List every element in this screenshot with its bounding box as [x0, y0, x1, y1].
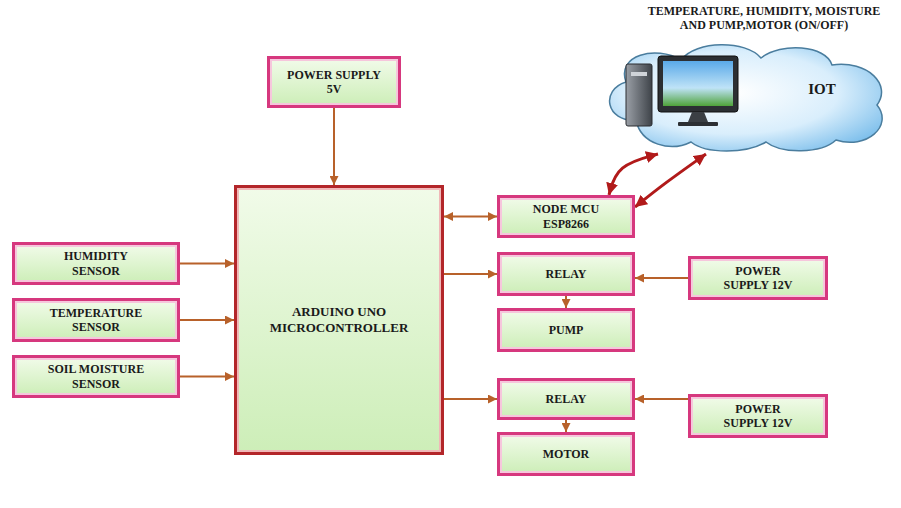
box-label: PUMP — [549, 323, 584, 337]
box-label: SOIL MOISTURE SENSOR — [41, 362, 151, 391]
text-holder: POWER SUPPLY 12V — [717, 264, 799, 293]
pc-screen — [663, 61, 733, 106]
pc-stand — [688, 112, 708, 122]
data-heading: TEMPERATURE, HUMIDITY, MOISTURE AND PUMP… — [636, 4, 892, 33]
connector-arrow — [180, 319, 234, 321]
text-holder: HUMIDITY SENSOR — [41, 249, 151, 278]
process-box: RELAY — [497, 378, 635, 420]
text-holder: ARDUINO UNO MICROCONTROLLER — [264, 304, 414, 335]
text-holder: RELAY — [546, 267, 587, 281]
connector-arrow — [565, 420, 567, 432]
process-box: HUMIDITY SENSOR — [12, 242, 180, 285]
connector-arrow — [565, 296, 567, 308]
text-holder: POWER SUPPLY 12V — [717, 402, 799, 431]
iot-cloud: TEMPERATURE, HUMIDITY, MOISTURE AND PUMP… — [596, 40, 892, 152]
pc-base — [678, 122, 718, 126]
connector-arrow — [444, 398, 497, 400]
connector-arrow — [333, 108, 335, 185]
text-holder: SOIL MOISTURE SENSOR — [41, 362, 151, 391]
box-label: POWER SUPPLY 12V — [717, 402, 799, 431]
connector-arrow — [180, 376, 234, 378]
computer-icon — [626, 56, 738, 126]
pc-monitor — [658, 56, 738, 112]
microcontroller-box: ARDUINO UNO MICROCONTROLLER — [234, 185, 444, 455]
cloud-outline — [610, 45, 883, 151]
text-holder: TEMPERATURE, HUMIDITY, MOISTURE AND PUMP… — [636, 4, 892, 33]
connector-arrow — [635, 398, 688, 400]
process-box: RELAY — [497, 252, 635, 296]
process-box: POWER SUPPLY 5V — [267, 56, 401, 108]
text-holder: MOTOR — [543, 447, 589, 461]
pc-drive — [631, 72, 647, 76]
text-holder: NODE MCU ESP8266 — [525, 202, 607, 231]
pc-tower — [626, 64, 652, 126]
box-label: MOTOR — [543, 447, 589, 461]
box-label: POWER SUPPLY 5V — [284, 68, 384, 97]
process-box: TEMPERATURE SENSOR — [12, 298, 180, 342]
connector-arrow — [180, 263, 234, 265]
box-label: POWER SUPPLY 12V — [717, 264, 799, 293]
text-holder: POWER SUPPLY 5V — [284, 68, 384, 97]
text-holder: RELAY — [546, 392, 587, 406]
connector-arrow — [444, 216, 497, 218]
box-label: HUMIDITY SENSOR — [41, 249, 151, 278]
process-box: MOTOR — [497, 432, 635, 476]
box-label: NODE MCU ESP8266 — [525, 202, 607, 231]
text-holder: TEMPERATURE SENSOR — [41, 306, 151, 335]
box-label: ARDUINO UNO MICROCONTROLLER — [264, 304, 414, 335]
iot-link-arrow — [635, 154, 706, 207]
text-holder: PUMP — [549, 323, 584, 337]
box-label: RELAY — [546, 392, 587, 406]
process-box: SOIL MOISTURE SENSOR — [12, 355, 180, 398]
process-box: NODE MCU ESP8266 — [497, 195, 635, 238]
process-box: POWER SUPPLY 12V — [688, 394, 828, 438]
connector-arrow — [635, 277, 688, 279]
process-box: PUMP — [497, 308, 635, 352]
connector-arrow — [444, 273, 497, 275]
cloud-shape — [596, 40, 892, 152]
text-holder: IOT — [792, 80, 852, 98]
iot-link-arrow — [609, 154, 658, 195]
box-label: RELAY — [546, 267, 587, 281]
process-box: POWER SUPPLY 12V — [688, 256, 828, 300]
cloud-label: IOT — [792, 80, 852, 98]
box-label: TEMPERATURE SENSOR — [41, 306, 151, 335]
